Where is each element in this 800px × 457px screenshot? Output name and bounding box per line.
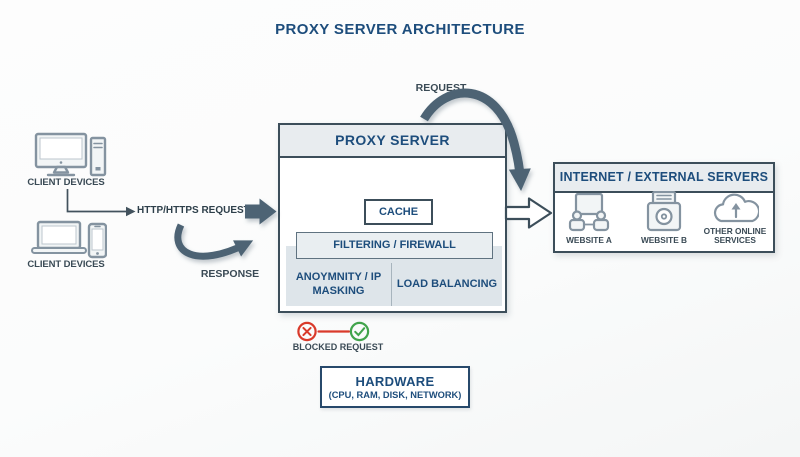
elbow-connector-arrow	[66, 189, 136, 217]
other-online-services-item: OTHER ONLINE SERVICES	[695, 190, 775, 251]
desktop-monitor-icon	[34, 132, 88, 177]
other-online-services-label: OTHER ONLINE SERVICES	[703, 225, 767, 246]
proxy-server-box: PROXY SERVER ANOYMNITY / IP MASKING LOAD…	[278, 123, 507, 313]
client-devices-icon-top	[34, 132, 107, 177]
request-label: REQUEST	[415, 82, 467, 94]
website-a-item: WEBSITE A	[557, 193, 621, 251]
website-a-label: WEBSITE A	[566, 235, 612, 246]
check-circle-icon	[349, 321, 370, 342]
hardware-title: HARDWARE	[355, 374, 435, 389]
smartphone-icon	[87, 222, 107, 259]
pc-tower-icon	[89, 136, 107, 177]
cache-box: CACHE	[364, 199, 433, 225]
client-devices-icon-bottom	[31, 220, 107, 259]
response-curved-arrow	[174, 223, 254, 260]
hardware-subtitle: (CPU, RAM, DISK, NETWORK)	[328, 390, 462, 400]
internet-header: INTERNET / EXTERNAL SERVERS	[555, 164, 773, 193]
internet-external-servers-box: INTERNET / EXTERNAL SERVERS WEBSITE A	[553, 162, 775, 253]
diagram-title: PROXY SERVER ARCHITECTURE	[275, 21, 525, 38]
client-devices-label-top: CLIENT DEVICES	[27, 177, 105, 188]
response-label: RESPONSE	[200, 268, 260, 280]
filtering-firewall-box: FILTERING / FIREWALL	[296, 232, 493, 259]
client-devices-label-bottom: CLIENT DEVICES	[27, 259, 105, 270]
blocked-request-label: BLOCKED REQUEST	[292, 342, 384, 352]
users-network-icon	[568, 193, 610, 232]
website-b-label: WEBSITE B	[640, 235, 688, 246]
blocked-request-legend	[297, 321, 370, 342]
cloud-upload-icon	[713, 193, 759, 223]
load-balancing-cell: LOAD BALANCING	[396, 277, 498, 290]
proxy-to-internet-arrow	[504, 197, 553, 229]
http-request-label: HTTP/HTTPS REQUEST	[137, 205, 250, 216]
laptop-icon	[31, 220, 87, 254]
anonymity-ip-masking-cell: ANOYMNITY / IP MASKING	[286, 263, 392, 306]
proxy-server-header: PROXY SERVER	[280, 125, 505, 158]
storage-disc-icon	[646, 191, 682, 232]
hardware-box: HARDWARE (CPU, RAM, DISK, NETWORK)	[320, 366, 470, 408]
internet-body: WEBSITE A WEBSITE B OTHER ONLINE	[555, 191, 773, 251]
x-circle-icon	[297, 321, 317, 342]
website-b-item: WEBSITE B	[631, 191, 697, 251]
